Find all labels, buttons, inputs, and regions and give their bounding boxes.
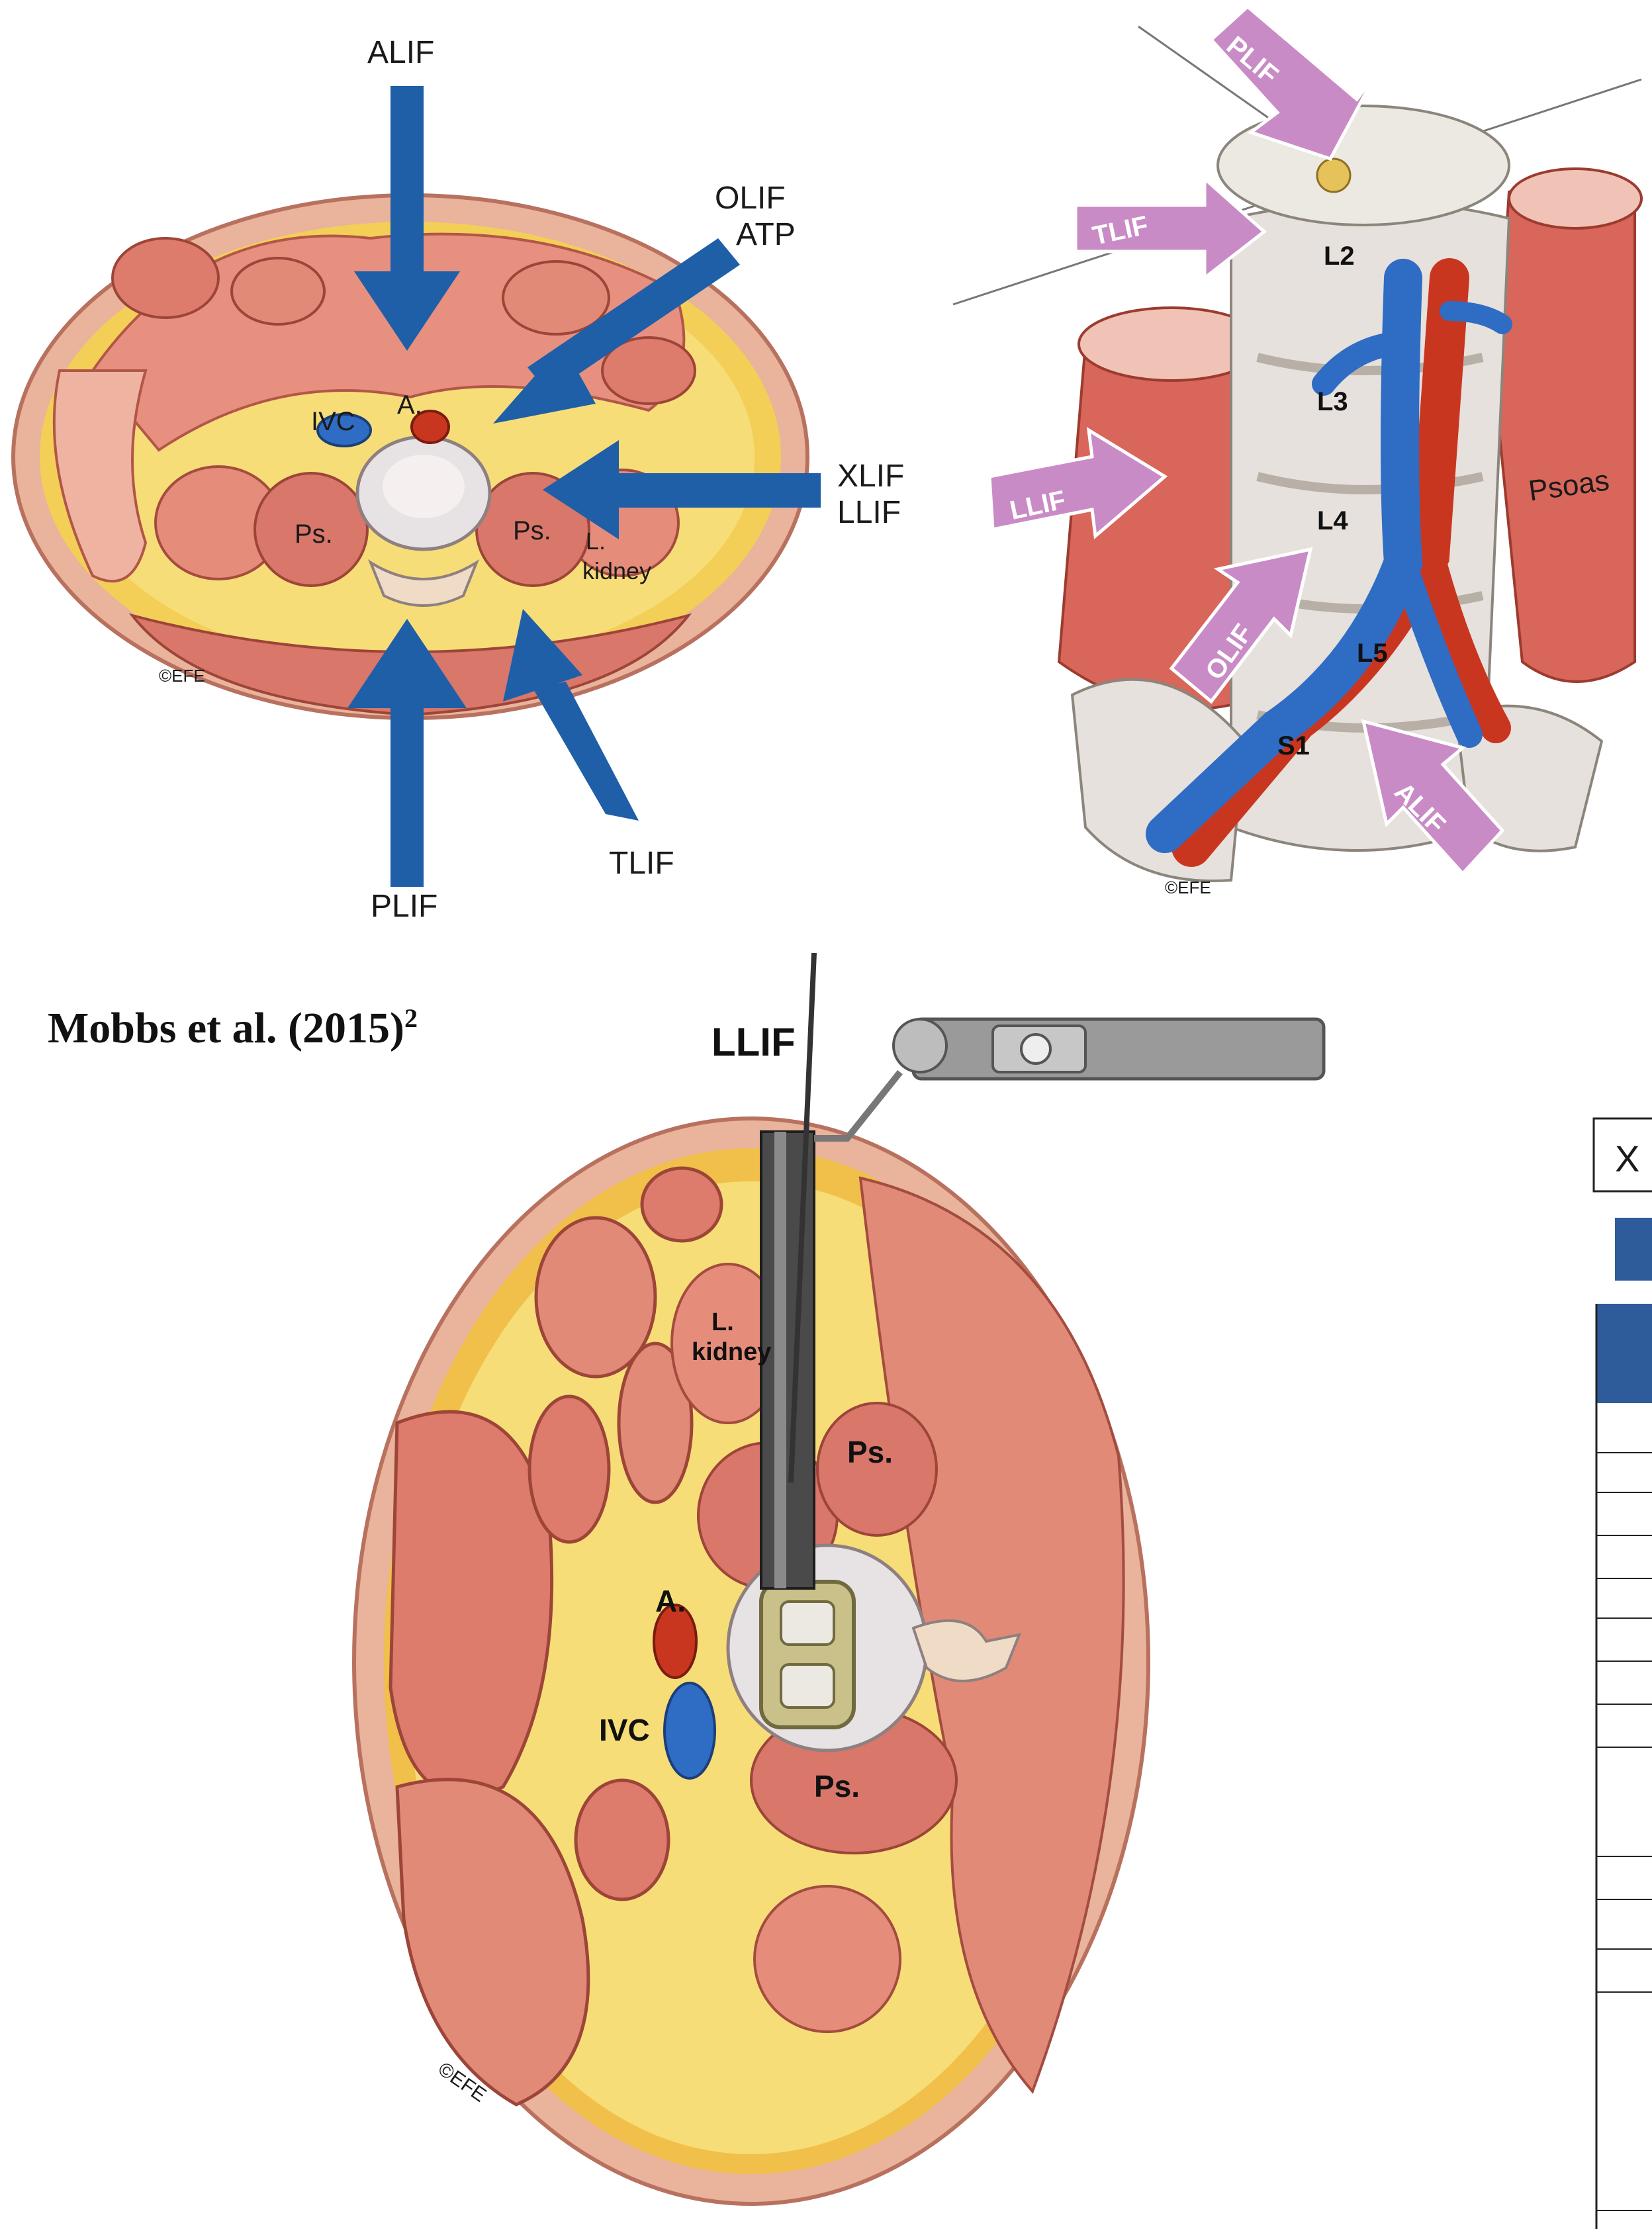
level-l5: L5 <box>1357 639 1388 668</box>
llif-cross-section <box>354 953 1324 2204</box>
psoas-right-label: Ps. <box>513 516 551 545</box>
oblique-copyright: ©EFE <box>1165 878 1211 897</box>
level-l2: L2 <box>1324 242 1355 271</box>
level-l3: L3 <box>1317 387 1348 416</box>
llif-title: LLIF <box>711 1020 796 1064</box>
citation-text: Mobbs et al. (2015) <box>48 1004 404 1052</box>
xlif-label: XLIF <box>837 459 904 494</box>
llif-aorta-label: A. <box>655 1584 686 1618</box>
olif-label: OLIF <box>715 181 786 216</box>
table-fragment-text: X <box>1615 1138 1639 1179</box>
axial-copyright: ©EFE <box>159 666 205 686</box>
llif-psoas-lower-label: Ps. <box>814 1769 860 1803</box>
citation-superscript: 2 <box>404 1003 418 1033</box>
llif-label: LLIF <box>837 495 901 530</box>
atp-label: ATP <box>736 217 796 252</box>
plif-label: PLIF <box>371 889 437 924</box>
alif-label: ALIF <box>367 35 434 70</box>
kidney-side-label: L. <box>586 527 606 555</box>
llif-kidney-label: kidney <box>692 1338 771 1366</box>
aorta-label: A. <box>397 390 422 420</box>
psoas-left-label: Ps. <box>295 520 333 549</box>
llif-kidney-side-label: L. <box>711 1308 734 1336</box>
table-fragment: X <box>1594 1118 1652 2229</box>
ivc-label: IVC <box>311 407 355 436</box>
citation: Mobbs et al. (2015)2 <box>48 1003 418 1054</box>
kidney-label: kidney <box>582 557 651 584</box>
llif-psoas-upper-label: Ps. <box>847 1435 893 1469</box>
llif-ivc-label: IVC <box>599 1713 650 1747</box>
level-l4: L4 <box>1317 506 1348 535</box>
tlif-label: TLIF <box>609 846 674 881</box>
level-s1: S1 <box>1277 731 1310 760</box>
